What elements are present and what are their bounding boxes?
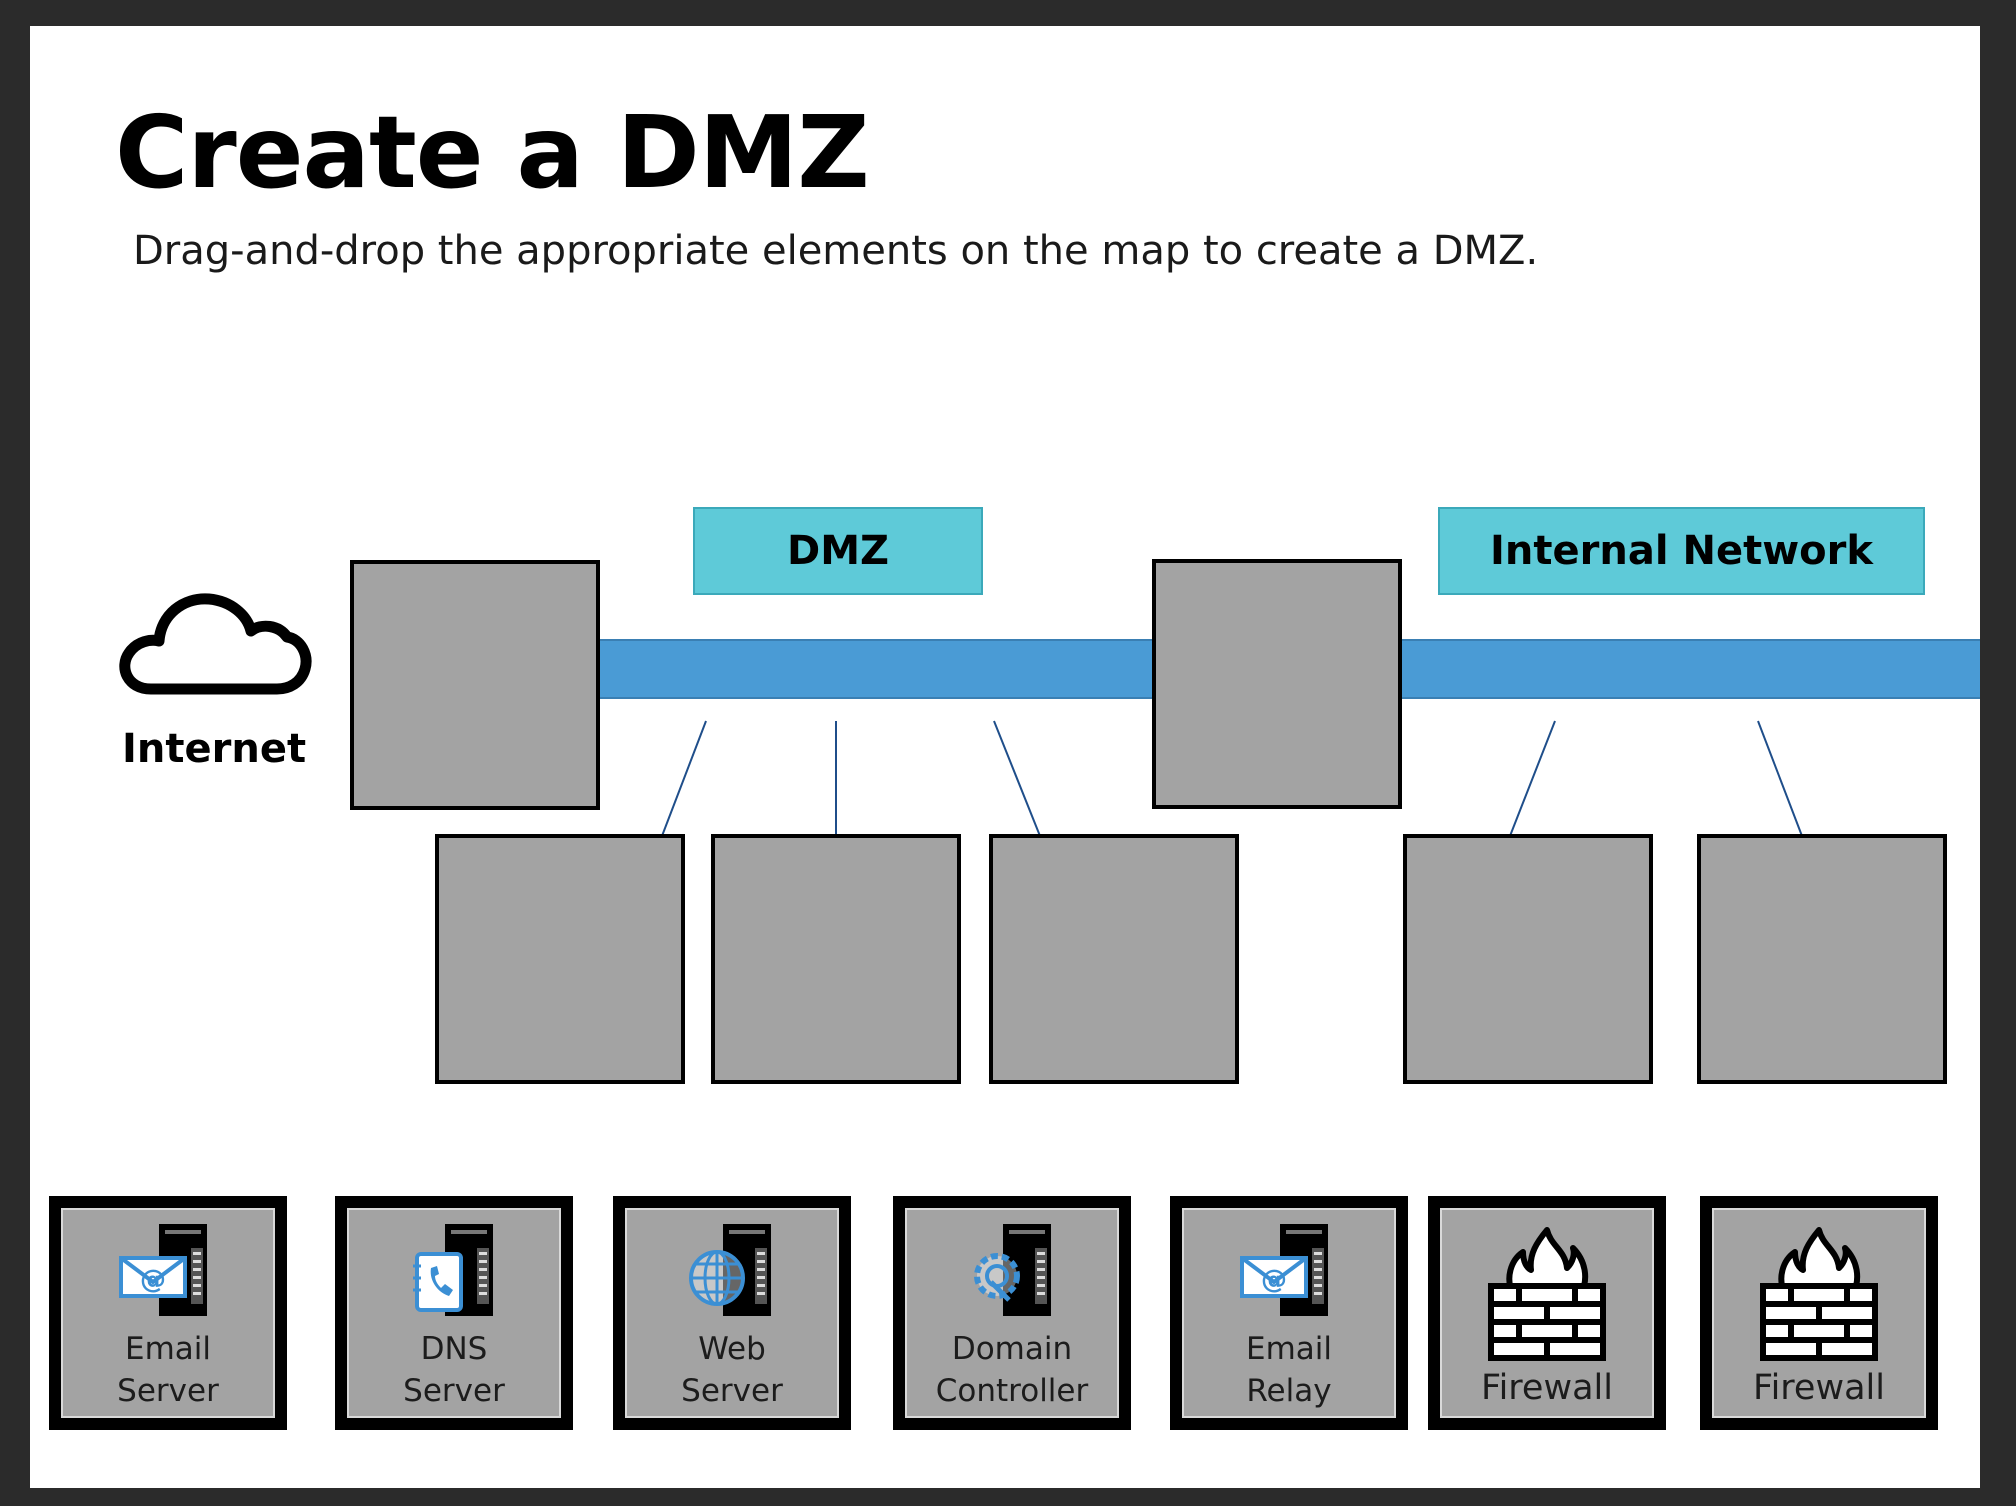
tile-face: Firewall — [1440, 1208, 1654, 1418]
tile-face: @ Email Relay — [1182, 1208, 1396, 1418]
dns-server-icon — [413, 1224, 493, 1316]
email-relay-icon: @ — [1240, 1224, 1328, 1316]
tile-label: Firewall — [1753, 1368, 1885, 1408]
drop-slot-dmz-3[interactable] — [989, 834, 1239, 1084]
cloud-icon — [119, 593, 312, 695]
drop-slot-external-firewall[interactable] — [350, 560, 600, 810]
firewall-icon — [1760, 1227, 1878, 1361]
tile-label: Email Relay — [1184, 1328, 1394, 1412]
palette-item-domain-controller[interactable]: Domain Controller — [893, 1196, 1131, 1430]
svg-text:@: @ — [140, 1265, 166, 1295]
palette-item-firewall-2[interactable]: Firewall — [1700, 1196, 1938, 1430]
palette-item-web-server[interactable]: Web Server — [613, 1196, 851, 1430]
drop-slot-internal-1[interactable] — [1403, 834, 1653, 1084]
zone-label-dmz: DMZ — [693, 507, 983, 595]
tile-label-line-2: Controller — [935, 1373, 1089, 1409]
drop-slot-internal-firewall[interactable] — [1152, 559, 1402, 809]
tile-label-line-1: Email — [1245, 1331, 1332, 1367]
page-title: Create a DMZ — [115, 94, 870, 211]
tile-face: Domain Controller — [905, 1208, 1119, 1418]
tile-face: Web Server — [625, 1208, 839, 1418]
tile-label-line-2: Server — [403, 1373, 505, 1409]
tile-label: Domain Controller — [907, 1328, 1117, 1412]
tile-label-line-2: Relay — [1246, 1373, 1332, 1409]
tile-face: DNS Server — [347, 1208, 561, 1418]
tile-label-line-2: Server — [681, 1373, 783, 1409]
tile-label-line-1: DNS — [420, 1331, 488, 1367]
tile-label-line-2: Server — [117, 1373, 219, 1409]
email-server-icon: @ — [119, 1224, 207, 1316]
tile-label-line-1: Email — [124, 1331, 211, 1367]
tile-label: Email Server — [63, 1328, 273, 1412]
internet-label: Internet — [122, 726, 307, 772]
tile-label: Firewall — [1481, 1368, 1613, 1408]
zone-label-internal-network: Internal Network — [1438, 507, 1925, 595]
drop-slot-dmz-1[interactable] — [435, 834, 685, 1084]
svg-text:@: @ — [1261, 1265, 1287, 1295]
tile-face: @ Email Server — [61, 1208, 275, 1418]
tile-label-line-1: Domain — [951, 1331, 1073, 1367]
palette-item-email-server[interactable]: @ Email Server — [49, 1196, 287, 1430]
tile-label-line-1: Web — [698, 1331, 766, 1367]
tile-label: Web Server — [627, 1328, 837, 1412]
internal-network-bus — [1380, 639, 1980, 699]
tile-face: Firewall — [1712, 1208, 1926, 1418]
tile-label: DNS Server — [349, 1328, 559, 1412]
web-server-icon — [689, 1224, 771, 1316]
palette-item-firewall-1[interactable]: Firewall — [1428, 1196, 1666, 1430]
domain-controller-icon — [974, 1224, 1051, 1316]
firewall-icon — [1488, 1227, 1606, 1361]
instructions-text: Drag-and-drop the appropriate elements o… — [133, 228, 1539, 274]
palette-item-dns-server[interactable]: DNS Server — [335, 1196, 573, 1430]
drop-slot-dmz-2[interactable] — [711, 834, 961, 1084]
dmz-exercise-canvas: Create a DMZ Drag-and-drop the appropria… — [30, 26, 1980, 1488]
drop-slot-internal-2[interactable] — [1697, 834, 1947, 1084]
palette-item-email-relay[interactable]: @ Email Relay — [1170, 1196, 1408, 1430]
dmz-network-bus — [580, 639, 1160, 699]
